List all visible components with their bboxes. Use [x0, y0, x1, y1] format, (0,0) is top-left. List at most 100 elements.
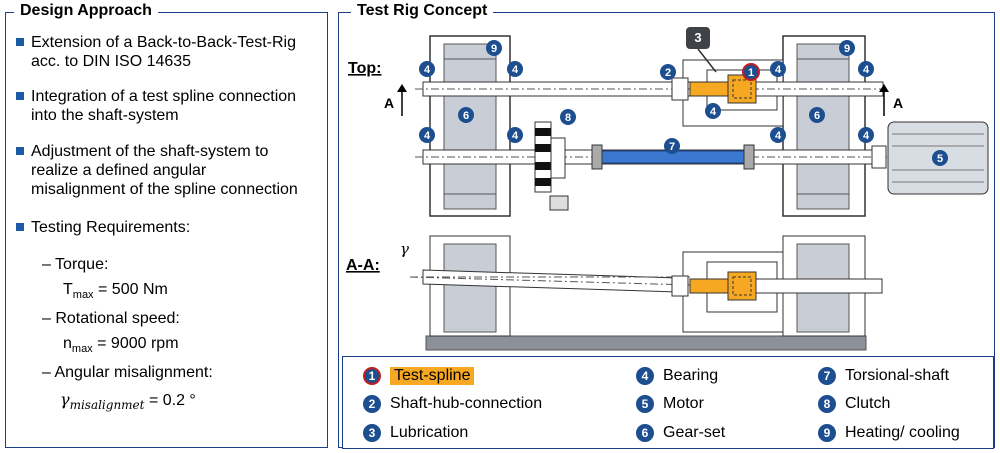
requirement-value: nmax = 9000 rpm [63, 335, 179, 355]
legend-item-motor: 5 Motor [636, 393, 704, 415]
svg-text:6: 6 [814, 110, 820, 122]
legend-item-test-spline: 1 Test-spline [363, 365, 475, 387]
legend-label: Gear-set [663, 424, 726, 441]
svg-text:8: 8 [565, 112, 571, 124]
legend-item-gear-set: 6 Gear-set [636, 422, 725, 444]
svg-text:4: 4 [512, 64, 519, 76]
badge-9-left: 9 [486, 40, 502, 56]
bullet-square-icon [16, 223, 24, 231]
bullet-text: realize a defined angular [31, 162, 207, 179]
torsion-flange-right [743, 144, 755, 170]
badge-7: 7 [664, 138, 680, 154]
bullet-square-icon [16, 38, 24, 46]
legend-label: Torsional-shaft [845, 367, 950, 384]
design-approach-title: Design Approach [14, 2, 158, 20]
bullet-text: Adjustment of the shaft-system to [31, 143, 269, 160]
number-3-icon: 3 [363, 424, 381, 442]
svg-text:5: 5 [937, 153, 943, 165]
shaft-hub-connection [671, 77, 689, 101]
legend-label: Lubrication [390, 424, 469, 441]
gear-box-right [796, 43, 850, 210]
value: = 500 Nm [98, 281, 168, 298]
requirement-label: – Torque: [42, 256, 109, 273]
legend-label: Shaft-hub-connection [390, 395, 543, 412]
svg-text:4: 4 [775, 64, 782, 76]
number-9-icon: 9 [818, 424, 836, 442]
legend-item-clutch: 8 Clutch [818, 393, 890, 415]
bullet-text: into the shaft-system [31, 107, 179, 124]
badge-4: 4 [770, 127, 786, 143]
svg-text:4: 4 [863, 130, 870, 142]
value: = 9000 rpm [97, 335, 179, 352]
top-view: Top: [348, 35, 989, 217]
torsion-flange-left [591, 144, 603, 170]
bullet-text: Integration of a test spline connection [31, 88, 297, 105]
svg-text:2: 2 [665, 67, 671, 79]
badge-5: 5 [932, 150, 948, 166]
bullet-item: Testing Requirements: [16, 218, 190, 237]
badge-4: 4 [770, 61, 786, 77]
svg-text:4: 4 [424, 130, 431, 142]
diagram-badges: 9 9 4 4 4 4 4 4 4 4 4 6 6 2 1 3 8 7 5 [419, 27, 948, 166]
bullet-item: Adjustment of the shaft-system to realiz… [16, 142, 298, 199]
subscript: max [72, 289, 94, 302]
number-4-icon: 4 [636, 367, 654, 385]
bullet-text: Extension of a Back-to-Back-Test-Rig [31, 34, 296, 51]
bullet-square-icon [16, 92, 24, 100]
badge-6-left: 6 [458, 107, 474, 123]
section-base [425, 335, 867, 351]
badge-4: 4 [419, 127, 435, 143]
gear-box-left [443, 43, 497, 210]
legend-label: Test-spline [390, 367, 475, 385]
bullet-text: misalignment of the spline connection [31, 181, 298, 198]
section-marker-left: A [384, 95, 394, 111]
value: = 0.2 ° [148, 392, 196, 409]
subscript: misalignmet [69, 398, 145, 413]
svg-text:9: 9 [491, 43, 497, 55]
svg-text:4: 4 [863, 64, 870, 76]
test-spline-shaft [689, 81, 731, 97]
legend-item-shaft-hub: 2 Shaft-hub-connection [363, 393, 542, 415]
svg-text:4: 4 [775, 130, 782, 142]
requirement-label: – Angular misalignment: [42, 364, 213, 381]
number-1-icon: 1 [363, 367, 381, 385]
bullet-item: Integration of a test spline connection … [16, 87, 296, 125]
svg-text:9: 9 [844, 43, 850, 55]
svg-text:4: 4 [512, 130, 519, 142]
number-6-icon: 6 [636, 424, 654, 442]
design-approach-panel: Design Approach Extension of a Back-to-B… [5, 2, 328, 448]
badge-3: 3 [686, 27, 717, 73]
badge-4: 4 [507, 127, 523, 143]
legend-item-heating-cooling: 9 Heating/ cooling [818, 422, 960, 444]
requirement-label: – Rotational speed: [42, 310, 180, 327]
badge-4: 4 [419, 61, 435, 77]
badge-4: 4 [705, 103, 721, 119]
badge-6-right: 6 [809, 107, 825, 123]
legend-box: 1 Test-spline 2 Shaft-hub-connection 3 L… [342, 356, 994, 449]
subscript: max [71, 343, 93, 356]
bullet-square-icon [16, 147, 24, 155]
requirement-value: Tmax = 500 Nm [63, 281, 168, 301]
number-2-icon: 2 [363, 395, 381, 413]
badge-4: 4 [507, 61, 523, 77]
legend-item-bearing: 4 Bearing [636, 365, 718, 387]
section-marker-right: A [893, 95, 903, 111]
legend-label: Motor [663, 395, 704, 412]
badge-8: 8 [560, 109, 576, 125]
number-5-icon: 5 [636, 395, 654, 413]
requirement-value: γmisalignmet = 0.2 ° [60, 390, 196, 412]
legend-label: Heating/ cooling [845, 424, 960, 441]
badge-9-right: 9 [839, 40, 855, 56]
bullet-text: Testing Requirements: [31, 219, 191, 236]
legend-label: Clutch [845, 395, 891, 412]
svg-text:4: 4 [710, 106, 717, 118]
legend-item-torsional-shaft: 7 Torsional-shaft [818, 365, 949, 387]
svg-text:4: 4 [424, 64, 431, 76]
symbol: T [63, 281, 73, 298]
section-view-label: A-A: [346, 257, 380, 274]
legend-item-lubrication: 3 Lubrication [363, 422, 468, 444]
badge-1: 1 [742, 63, 760, 81]
symbol: n [63, 335, 72, 352]
test-rig-panel: Test Rig Concept [338, 2, 995, 448]
